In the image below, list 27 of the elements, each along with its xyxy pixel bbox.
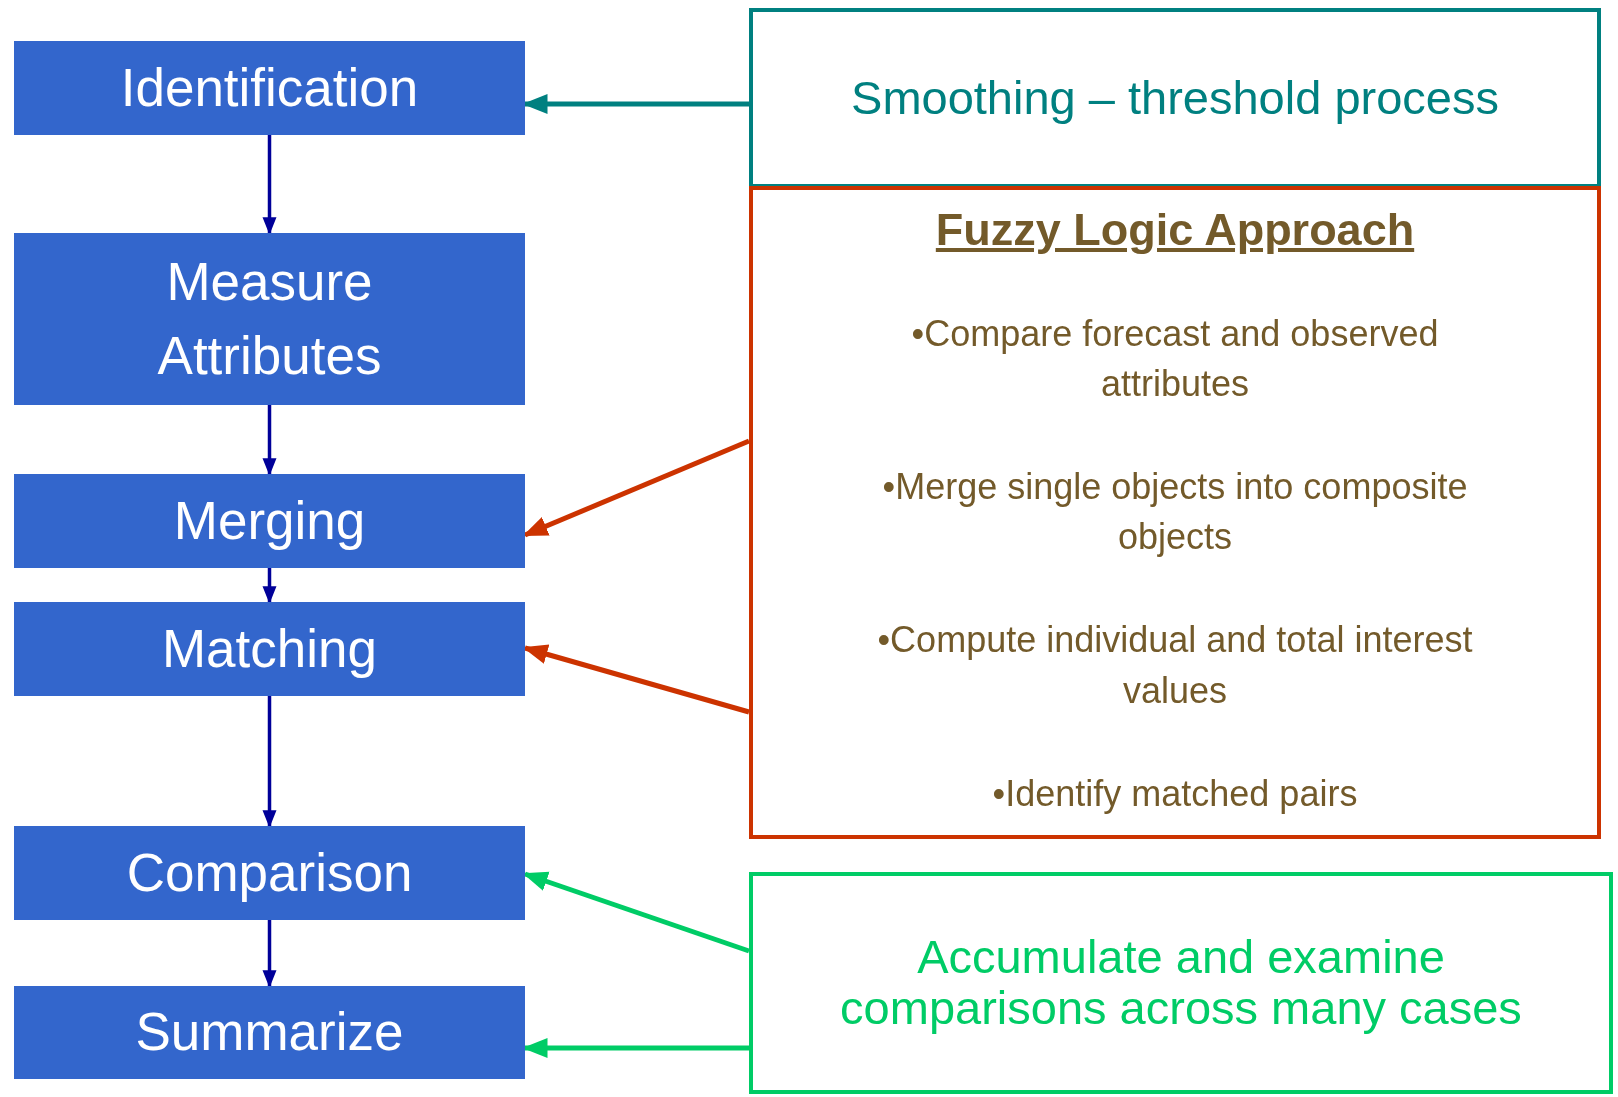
step-label: Identification [120, 56, 419, 119]
heading: Fuzzy Logic Approach [935, 204, 1415, 256]
process-box [14, 986, 525, 1079]
arrow [262, 568, 277, 604]
step-label: Comparison [126, 841, 413, 904]
bullet-text: •Compute individual and total interest values [876, 618, 1474, 713]
process-box [14, 233, 525, 405]
step-label: Matching [161, 617, 378, 680]
bullet-text: •Merge single objects into composite objects [881, 464, 1469, 560]
note-box [749, 8, 1601, 188]
process-box [14, 474, 525, 568]
process-box [14, 41, 525, 135]
arrow [262, 920, 277, 988]
arrow [262, 405, 277, 476]
bullet-text: •Identify matched pairs [992, 771, 1358, 816]
step-label: Merging [173, 489, 366, 552]
process-box [14, 826, 525, 920]
arrow [262, 696, 277, 828]
note-box [749, 186, 1601, 839]
process-box [14, 602, 525, 696]
bullet-text: •Compare forecast and observed attributes [910, 311, 1440, 406]
step-label: Summarize [135, 1001, 404, 1064]
note-text: Accumulate and examine comparisons across many cases [839, 932, 1523, 1034]
step-label: Measure Attributes [156, 250, 383, 387]
note-text: Smoothing – threshold process [851, 72, 1499, 124]
note-box [749, 872, 1613, 1094]
arrow [262, 135, 277, 235]
